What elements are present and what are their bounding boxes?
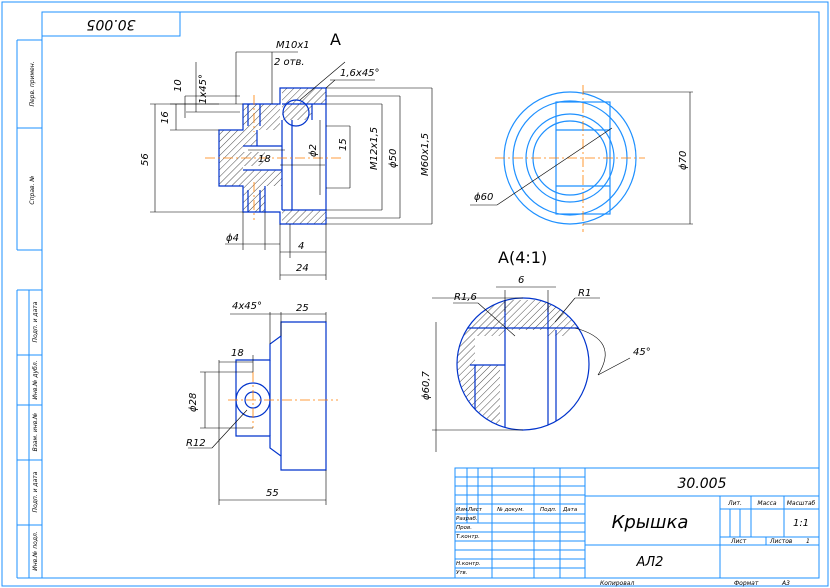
tb-row-utv: Утв. (456, 570, 468, 576)
tb-sheet-label: Лист (730, 538, 747, 545)
tb-material: АЛ2 (636, 555, 664, 570)
tb-copied: Копировал (600, 580, 634, 587)
side-label-perv: Перв. примен. (29, 61, 36, 106)
right-end-view: ϕ70 ϕ60 (470, 85, 693, 232)
tb-row-nkontr: Н.контр. (456, 561, 481, 567)
tb-sheets-value: 1 (806, 538, 810, 545)
dim-55: 55 (266, 488, 279, 499)
dim-10: 10 (173, 79, 184, 92)
dim-18b: 18 (231, 348, 244, 359)
dim-chamfer4: 4x45° (232, 301, 262, 312)
dim-dia607: ϕ60,7 (421, 371, 432, 401)
dim-r16: R1,6 (454, 292, 477, 303)
side-label-podp2: Подп. и дата (32, 471, 39, 512)
tb-col-izm: Изм. (456, 507, 469, 513)
dim-dia2: ϕ2 (308, 144, 319, 157)
dim-dia70: ϕ70 (678, 151, 689, 170)
dim-15: 15 (338, 138, 349, 151)
dim-r12: R12 (186, 438, 206, 449)
tb-row-prov: Пров. (456, 525, 472, 531)
detail-a-view: A(4:1) (421, 248, 651, 452)
tb-format-value: A3 (781, 580, 790, 587)
main-section-view: A M10x1 2 отв. 1,6x45° 10 1x45° 16 56 18… (140, 30, 433, 280)
dim-chamfer1: 1x45° (198, 74, 209, 104)
side-label-invpodl: Инв.№ подл. (32, 531, 39, 571)
dim-m12: M12x1,5 (369, 127, 380, 170)
tb-sheets-label: Листов (769, 538, 793, 545)
dim-56: 56 (140, 153, 151, 166)
dim-24: 24 (296, 263, 309, 274)
side-label-sprav: Справ. № (29, 175, 36, 204)
tb-part-name: Крышка (612, 512, 689, 533)
tb-header-lit: Лит. (727, 500, 742, 507)
tb-designation: 30.005 (678, 476, 727, 492)
side-label-invdubl: Инв.№ дубл. (32, 360, 39, 399)
callout-a-circle (282, 99, 310, 127)
tb-header-scale: Масштаб (787, 500, 816, 507)
tb-scale-value: 1:1 (793, 518, 809, 529)
bottom-view: 4x45° 25 18 ϕ28 R12 55 (186, 301, 338, 505)
detail-title: A(4:1) (498, 248, 547, 267)
tb-row-razrab: Разраб. (456, 516, 478, 522)
tb-col-sign: Подп. (540, 507, 557, 513)
side-label-vzam: Взам. инв.№ (32, 413, 39, 452)
tb-format-label: Формат (734, 580, 759, 587)
main-callout-a: A (330, 30, 341, 49)
tb-col-docnum: № докум. (496, 507, 524, 513)
title-block: 30.005 Крышка АЛ2 Лит. Масса Масштаб 1:1… (454, 467, 820, 587)
tb-col-list: Лист (467, 507, 483, 513)
tb-col-date: Дата (562, 507, 578, 513)
stamp-code: 30.005 (86, 16, 135, 32)
dim-dia60: ϕ60 (474, 192, 493, 203)
side-strip-labels: Перв. примен. Справ. № Подп. и дата Инв.… (29, 61, 39, 570)
dim-dia4: ϕ4 (226, 233, 239, 244)
dim-chamfer16: 1,6x45° (340, 68, 380, 79)
dim-dia50: ϕ50 (388, 149, 399, 168)
dim-45deg: 45° (633, 347, 651, 358)
dim-6: 6 (518, 275, 524, 286)
dim-holes: 2 отв. (274, 57, 305, 68)
dim-m10: M10x1 (276, 40, 310, 51)
dim-m60: M60x1,5 (420, 133, 431, 176)
dim-16: 16 (160, 111, 171, 124)
tb-row-tkontr: Т.контр. (456, 534, 480, 540)
tb-header-mass: Масса (757, 500, 776, 507)
dim-r1: R1 (578, 288, 591, 299)
dim-25: 25 (296, 303, 309, 314)
dim-4: 4 (298, 241, 304, 252)
side-label-podp1: Подп. и дата (32, 301, 39, 342)
dim-dia28: ϕ28 (188, 393, 199, 412)
dim-18: 18 (258, 154, 271, 165)
